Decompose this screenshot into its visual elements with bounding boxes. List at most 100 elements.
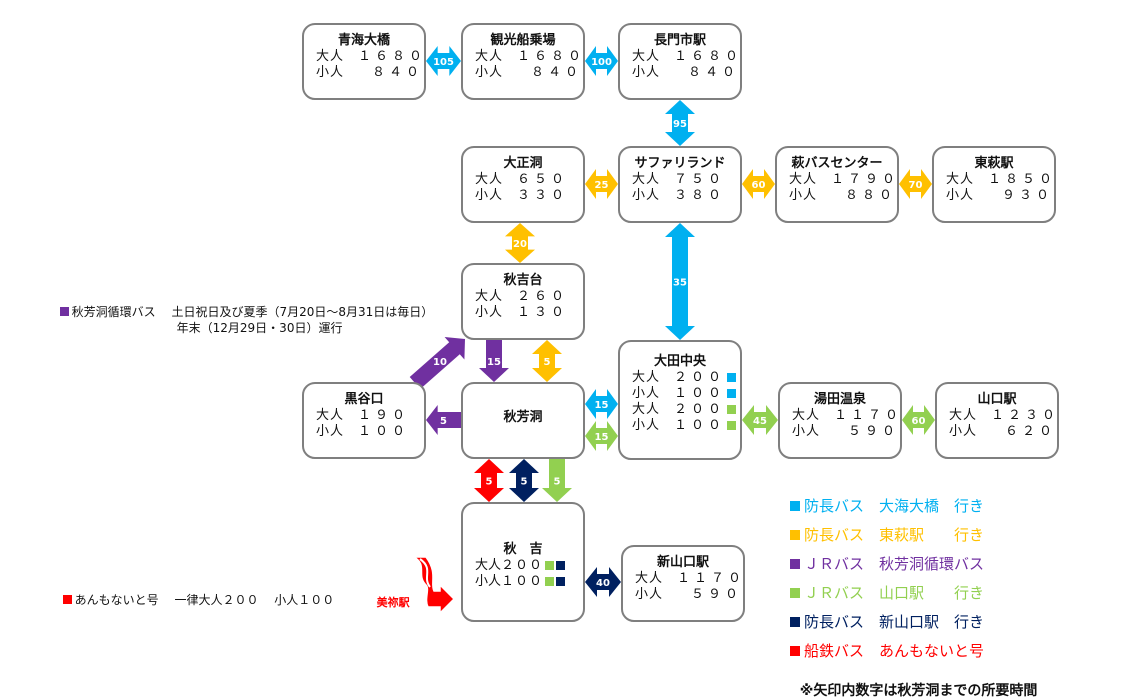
stop-name: 秋吉台	[503, 273, 543, 288]
stop-higashihagi-station: 東萩駅 大人 １８５０ 小人 ９３０	[932, 146, 1056, 223]
mine-station-label: 美祢駅	[376, 596, 410, 609]
stop-shinyamaguchi-station: 新山口駅 大人 １１７０ 小人 ５９０	[621, 545, 745, 622]
child-fare: ８８０	[845, 188, 897, 203]
stop-taishodo: 大正洞 大人 ６５０ 小人 ３３０	[461, 146, 585, 223]
legend-label: 防長バス 大海大橋 行き	[804, 497, 985, 515]
route-arrow-a5g	[542, 459, 572, 502]
legend-label: 防長バス 新山口駅 行き	[804, 613, 985, 631]
travel-time-label: 10	[433, 357, 447, 368]
travel-time-label: 35	[673, 278, 687, 289]
travel-time-label: 100	[591, 57, 612, 68]
route-arrow-a5y	[532, 340, 562, 382]
legend-color-icon	[790, 530, 800, 540]
stop-name: 新山口駅	[656, 555, 709, 570]
route-marker-icon	[727, 389, 737, 398]
route-arrow-a5r	[474, 459, 504, 502]
route-arrow-a35	[665, 223, 695, 340]
travel-time-label: 60	[752, 180, 766, 191]
travel-time-label: 95	[673, 119, 687, 130]
child-fare: ５９０	[691, 587, 743, 602]
stop-akiyoshi: 秋 吉 大人２００ 小人１００	[461, 502, 585, 622]
adult-fare: １６８０	[674, 49, 743, 64]
adult-fare: ６５０	[517, 172, 569, 187]
child-fare: １００	[674, 418, 726, 433]
route-arrow-a100	[585, 46, 618, 76]
travel-time-label: 45	[753, 416, 767, 427]
child-fare: ５９０	[848, 424, 900, 439]
legend-label: ＪＲバス 山口駅 行き	[804, 584, 985, 602]
travel-time-label: 25	[595, 180, 609, 191]
adult-fare: １１７０	[677, 571, 746, 586]
legend-item: 船鉄バス あんもないと号	[790, 640, 984, 661]
adult-fare: ２００	[674, 370, 726, 385]
route-marker-icon	[545, 561, 555, 570]
legend-label: 船鉄バス あんもないと号	[804, 642, 985, 660]
stop-name: 青海大橋	[337, 33, 390, 48]
child-fare: ９３０	[1002, 188, 1054, 203]
adult-fare: １７９０	[831, 172, 900, 187]
stop-name: 東萩駅	[974, 156, 1014, 171]
adult-fare: １１７０	[834, 408, 903, 423]
stop-kankosen-noriba: 観光船乗場 大人 １６８０ 小人 ８４０	[461, 23, 585, 100]
legend-label: ＪＲバス 秋芳洞循環バス	[804, 555, 985, 573]
travel-time-label: 40	[596, 578, 610, 589]
travel-time-label: 70	[909, 180, 923, 191]
route-arrow-a105	[426, 46, 461, 76]
stop-aomi-ohashi: 青海大橋 大人 １６８０ 小人 ８４０	[302, 23, 426, 100]
route-marker-icon	[727, 421, 737, 430]
stop-name: 黒谷口	[344, 392, 384, 407]
adult-fare: １８５０	[988, 172, 1057, 187]
child-fare: １００	[501, 574, 544, 589]
stop-yamaguchi-station: 山口駅 大人 １２３０ 小人 ６２０	[935, 382, 1059, 459]
route-marker-icon	[556, 577, 566, 586]
stop-name: 秋 吉	[503, 542, 543, 557]
child-fare: １３０	[517, 305, 569, 320]
travel-time-label: 5	[440, 416, 447, 427]
route-marker-icon	[727, 373, 737, 382]
legend-color-icon	[790, 501, 800, 511]
legend-item: 防長バス 新山口駅 行き	[790, 611, 984, 632]
route-arrow-a25	[585, 169, 618, 199]
legend-label: 防長バス 東萩駅 行き	[804, 526, 985, 544]
travel-time-label: 5	[544, 357, 551, 368]
route-arrow-a5n	[509, 459, 539, 502]
anmo-bus-note: あんもないと号 一律大人２００ 小人１００	[55, 575, 334, 609]
stop-name: 湯田温泉	[813, 392, 866, 407]
route-arrow-a20	[505, 223, 535, 263]
child-fare: １００	[674, 386, 726, 401]
route-arrow-a15p	[479, 340, 509, 382]
adult-fare: ２００	[674, 402, 726, 417]
route-arrow-a10	[409, 336, 465, 390]
travel-time-label: 15	[595, 432, 609, 443]
adult-fare: ２６０	[517, 289, 569, 304]
route-arrow-a60	[742, 169, 775, 199]
stop-name: 秋芳洞	[503, 410, 543, 425]
stop-name: 山口駅	[977, 392, 1017, 407]
route-marker-icon	[727, 405, 737, 414]
travel-time-label: 5	[521, 477, 528, 488]
adult-fare: １６８０	[517, 49, 586, 64]
legend-item: 防長バス 東萩駅 行き	[790, 524, 984, 545]
child-fare: ８４０	[531, 65, 583, 80]
adult-fare: １６８０	[358, 49, 427, 64]
adult-fare: １９０	[358, 408, 410, 423]
legend-item: ＪＲバス 山口駅 行き	[790, 582, 984, 603]
stop-name: 萩バスセンター	[791, 156, 883, 171]
child-fare: １００	[358, 424, 410, 439]
travel-time-label: 5	[554, 477, 561, 488]
loop-bus-note-2: 年末（12月29日・30日）運行	[176, 321, 343, 335]
travel-time-label: 5	[486, 477, 493, 488]
route-arrow-a95	[665, 100, 695, 146]
stop-ota-chuo: 大田中央 大人 ２００ 小人 １００ 大人 ２００ 小人 １００	[618, 340, 742, 460]
stop-name: 長門市駅	[653, 33, 706, 48]
travel-time-label: 60	[912, 416, 926, 427]
route-arrow-a15g	[585, 421, 618, 451]
child-fare: ３３０	[517, 188, 569, 203]
legend-color-icon	[790, 617, 800, 627]
route-arrow-a15b	[585, 389, 618, 419]
mine-route-arrow-icon	[411, 556, 456, 615]
stop-nagatoshi-station: 長門市駅 大人 １６８０ 小人 ８４０	[618, 23, 742, 100]
child-fare: ８４０	[688, 65, 740, 80]
adult-fare: ２００	[501, 558, 544, 573]
